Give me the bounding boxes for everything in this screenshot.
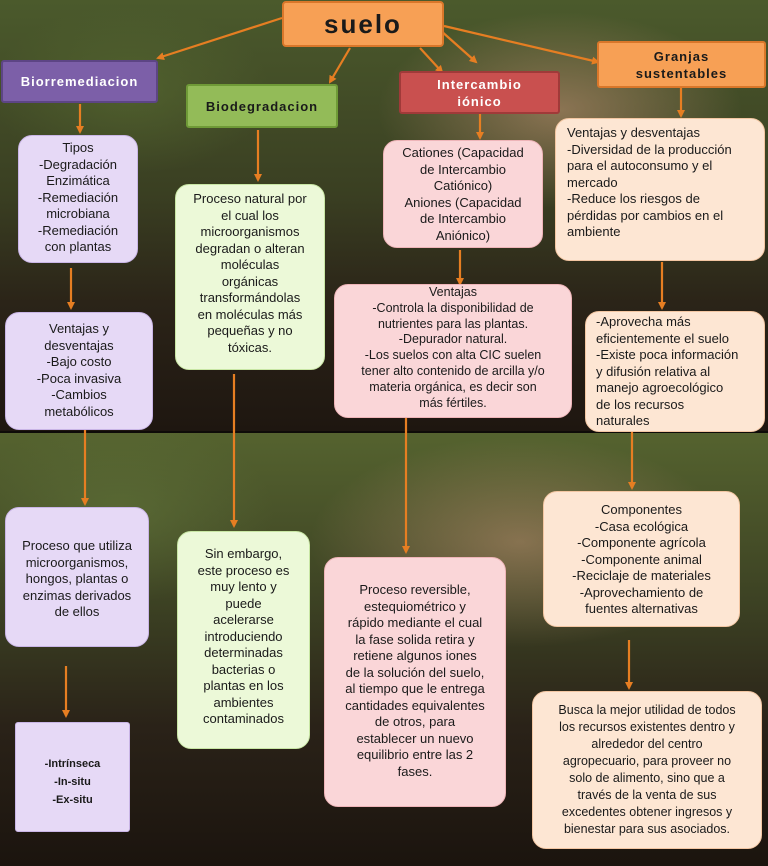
biorremediacion-tipos-sitio-box: -Intrínseca -In-situ -Ex-situ <box>15 722 130 832</box>
arrow-title-to-biorremediacion <box>156 16 283 60</box>
granjas-aprovecha-box: -Aprovecha más eficientemente el suelo -… <box>585 311 765 432</box>
granjas-componentes-box: Componentes -Casa ecológica -Componente … <box>543 491 740 627</box>
biodegradacion-definicion-box: Proceso natural por el cual los microorg… <box>175 184 325 370</box>
biodegradacion-sin-embargo-box: Sin embargo, este proceso es muy lento y… <box>177 531 310 749</box>
title-suelo: suelo <box>282 1 444 47</box>
granjas-busca-box: Busca la mejor utilidad de todos los rec… <box>532 691 762 849</box>
header-biodegradacion: Biodegradacion <box>186 84 338 128</box>
biorremediacion-ventajas-box: Ventajas y desventajas -Bajo costo -Poca… <box>5 312 153 430</box>
granjas-ventajas-box: Ventajas y desventajas -Diversidad de la… <box>555 118 765 261</box>
arrow-title-to-biodegradacion <box>328 47 351 84</box>
arrow-title-to-granjas-1 <box>439 29 478 64</box>
intercambio-cationes-box: Cationes (Capacidad de Intercambio Catió… <box>383 140 543 248</box>
arrow-title-to-intercambio <box>419 47 444 74</box>
biorremediacion-proceso-box: Proceso que utiliza microorganismos, hon… <box>5 507 149 647</box>
intercambio-ventajas-box: Ventajas -Controla la disponibilidad de … <box>334 284 572 418</box>
header-biorremediacion: Biorremediacion <box>1 60 158 103</box>
header-granjas-sustentables: Granjas sustentables <box>597 41 766 88</box>
biorremediacion-tipos-box: Tipos -Degradación Enzimática -Remediaci… <box>18 135 138 263</box>
arrow-title-to-granjas-2 <box>443 24 600 65</box>
panel-divider <box>0 431 768 433</box>
header-intercambio-ionico: Intercambio iónico <box>399 71 560 114</box>
intercambio-proceso-box: Proceso reversible, estequiométrico y rá… <box>324 557 506 807</box>
